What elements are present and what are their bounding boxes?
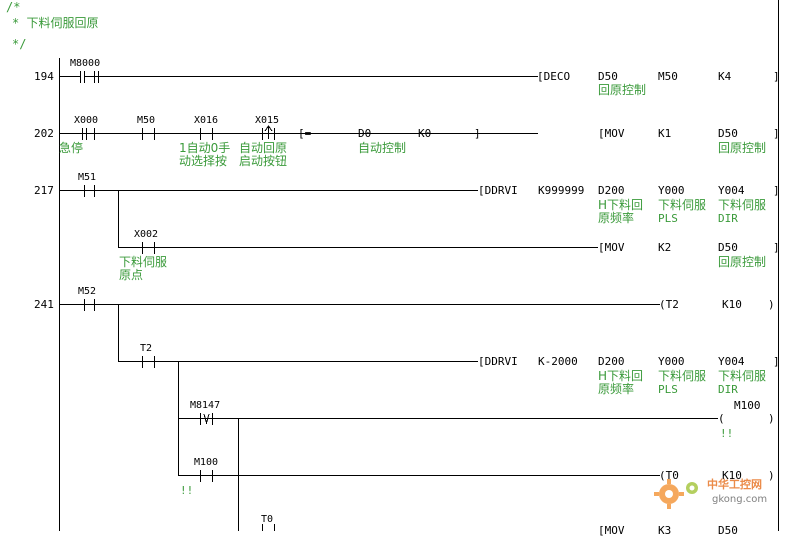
instruction-op[interactable]: [MOV bbox=[598, 127, 625, 140]
instruction-op[interactable]: [DDRVI bbox=[478, 355, 518, 368]
device-comment: 下料伺服 bbox=[718, 369, 767, 383]
comment-text: * 下料伺服回原 bbox=[12, 16, 99, 30]
step-number: 194 bbox=[34, 70, 54, 83]
device-comment: 下料伺服 bbox=[119, 255, 168, 269]
step-number: 202 bbox=[34, 127, 54, 140]
operand[interactable]: Y000 bbox=[658, 184, 685, 197]
operand[interactable]: D50 bbox=[718, 241, 738, 254]
operand[interactable]: D50 bbox=[718, 127, 738, 140]
instruction-op[interactable]: [DECO bbox=[537, 70, 571, 83]
device-comment: 急停 bbox=[59, 141, 84, 155]
coil-close: ) bbox=[768, 469, 775, 482]
contact-label[interactable]: M51 bbox=[78, 172, 97, 183]
contact-label[interactable]: X000 bbox=[74, 115, 99, 126]
step-number: 217 bbox=[34, 184, 54, 197]
operand[interactable]: D50 bbox=[598, 70, 618, 83]
contact-label[interactable]: M100 bbox=[194, 457, 219, 468]
instruction-close: ] bbox=[773, 241, 780, 254]
operand[interactable]: D200 bbox=[598, 355, 625, 368]
contact-label[interactable]: X002 bbox=[134, 229, 159, 240]
operand[interactable]: K999999 bbox=[538, 184, 585, 197]
instruction-close: ] bbox=[773, 184, 780, 197]
watermark: 中华工控网 gkong.com bbox=[652, 474, 782, 518]
operand[interactable]: D50 bbox=[718, 524, 738, 537]
operand[interactable]: Y000 bbox=[658, 355, 685, 368]
device-comment: 下料伺服 bbox=[718, 198, 767, 212]
device-comment: PLS bbox=[658, 212, 678, 225]
coil-close: ) bbox=[768, 412, 775, 425]
comment-close: */ bbox=[12, 37, 27, 51]
device-comment: 1自动0手 bbox=[179, 141, 231, 155]
instruction-close: ] bbox=[773, 355, 780, 368]
operand[interactable]: Y004 bbox=[718, 184, 745, 197]
device-comment: 回原控制 bbox=[718, 255, 767, 269]
contact-label[interactable]: M8000 bbox=[70, 58, 101, 69]
compare-close: ] bbox=[474, 127, 481, 140]
operand[interactable]: K3 bbox=[658, 524, 672, 537]
operand[interactable]: K0 bbox=[418, 127, 432, 140]
operand[interactable]: M50 bbox=[658, 70, 678, 83]
step-number: 241 bbox=[34, 298, 54, 311]
coil-close: ) bbox=[768, 298, 775, 311]
device-comment: !! bbox=[180, 484, 194, 497]
device-comment: 原频率 bbox=[598, 382, 635, 396]
contact-label[interactable]: M50 bbox=[137, 115, 156, 126]
comment-open: /* bbox=[6, 0, 21, 14]
operand[interactable]: K-2000 bbox=[538, 355, 578, 368]
device-comment: PLS bbox=[658, 383, 678, 396]
contact-label[interactable]: M52 bbox=[78, 286, 97, 297]
contact-label[interactable]: X015 bbox=[255, 115, 280, 126]
operand[interactable]: K10 bbox=[722, 469, 742, 482]
coil-open: ( bbox=[718, 412, 725, 425]
contact-label[interactable]: T0 bbox=[261, 514, 274, 525]
operand[interactable]: K4 bbox=[718, 70, 732, 83]
device-comment: !! bbox=[720, 427, 734, 440]
contact-label[interactable]: M8147 bbox=[190, 400, 221, 411]
operand[interactable]: K2 bbox=[658, 241, 672, 254]
compare-op[interactable]: [= bbox=[298, 127, 312, 140]
instruction-op[interactable]: [MOV bbox=[598, 524, 625, 537]
device-comment: 下料伺服 bbox=[658, 198, 707, 212]
device-comment: 启动按钮 bbox=[239, 154, 288, 168]
device-comment: 原点 bbox=[119, 268, 144, 282]
operand[interactable]: K1 bbox=[658, 127, 672, 140]
coil-label[interactable]: M100 bbox=[734, 399, 761, 412]
device-comment: 原频率 bbox=[598, 211, 635, 225]
device-comment: H下料回 bbox=[598, 198, 644, 212]
contact-label[interactable]: T2 bbox=[140, 343, 153, 354]
operand[interactable]: Y004 bbox=[718, 355, 745, 368]
timer-coil[interactable]: (T0 bbox=[659, 469, 679, 482]
device-comment: H下料回 bbox=[598, 369, 644, 383]
operand[interactable]: K10 bbox=[722, 298, 742, 311]
device-comment: 回原控制 bbox=[718, 141, 767, 155]
device-comment: 动选择按 bbox=[179, 154, 228, 168]
device-comment: DIR bbox=[718, 212, 738, 225]
operand[interactable]: D0 bbox=[358, 127, 372, 140]
operand[interactable]: D200 bbox=[598, 184, 625, 197]
watermark-cn: 中华工控网 bbox=[707, 478, 762, 491]
watermark-url: gkong.com bbox=[712, 494, 768, 505]
device-comment: DIR bbox=[718, 383, 738, 396]
instruction-op[interactable]: [DDRVI bbox=[478, 184, 518, 197]
device-comment: 自动回原 bbox=[239, 141, 288, 155]
gear-logo-icon bbox=[654, 479, 698, 509]
instruction-close: ] bbox=[773, 70, 780, 83]
contact-label[interactable]: X016 bbox=[194, 115, 219, 126]
device-comment: 回原控制 bbox=[598, 83, 647, 97]
device-comment: 下料伺服 bbox=[658, 369, 707, 383]
instruction-close: ] bbox=[773, 127, 780, 140]
timer-coil[interactable]: (T2 bbox=[659, 298, 679, 311]
instruction-op[interactable]: [MOV bbox=[598, 241, 625, 254]
device-comment: 自动控制 bbox=[358, 141, 407, 155]
